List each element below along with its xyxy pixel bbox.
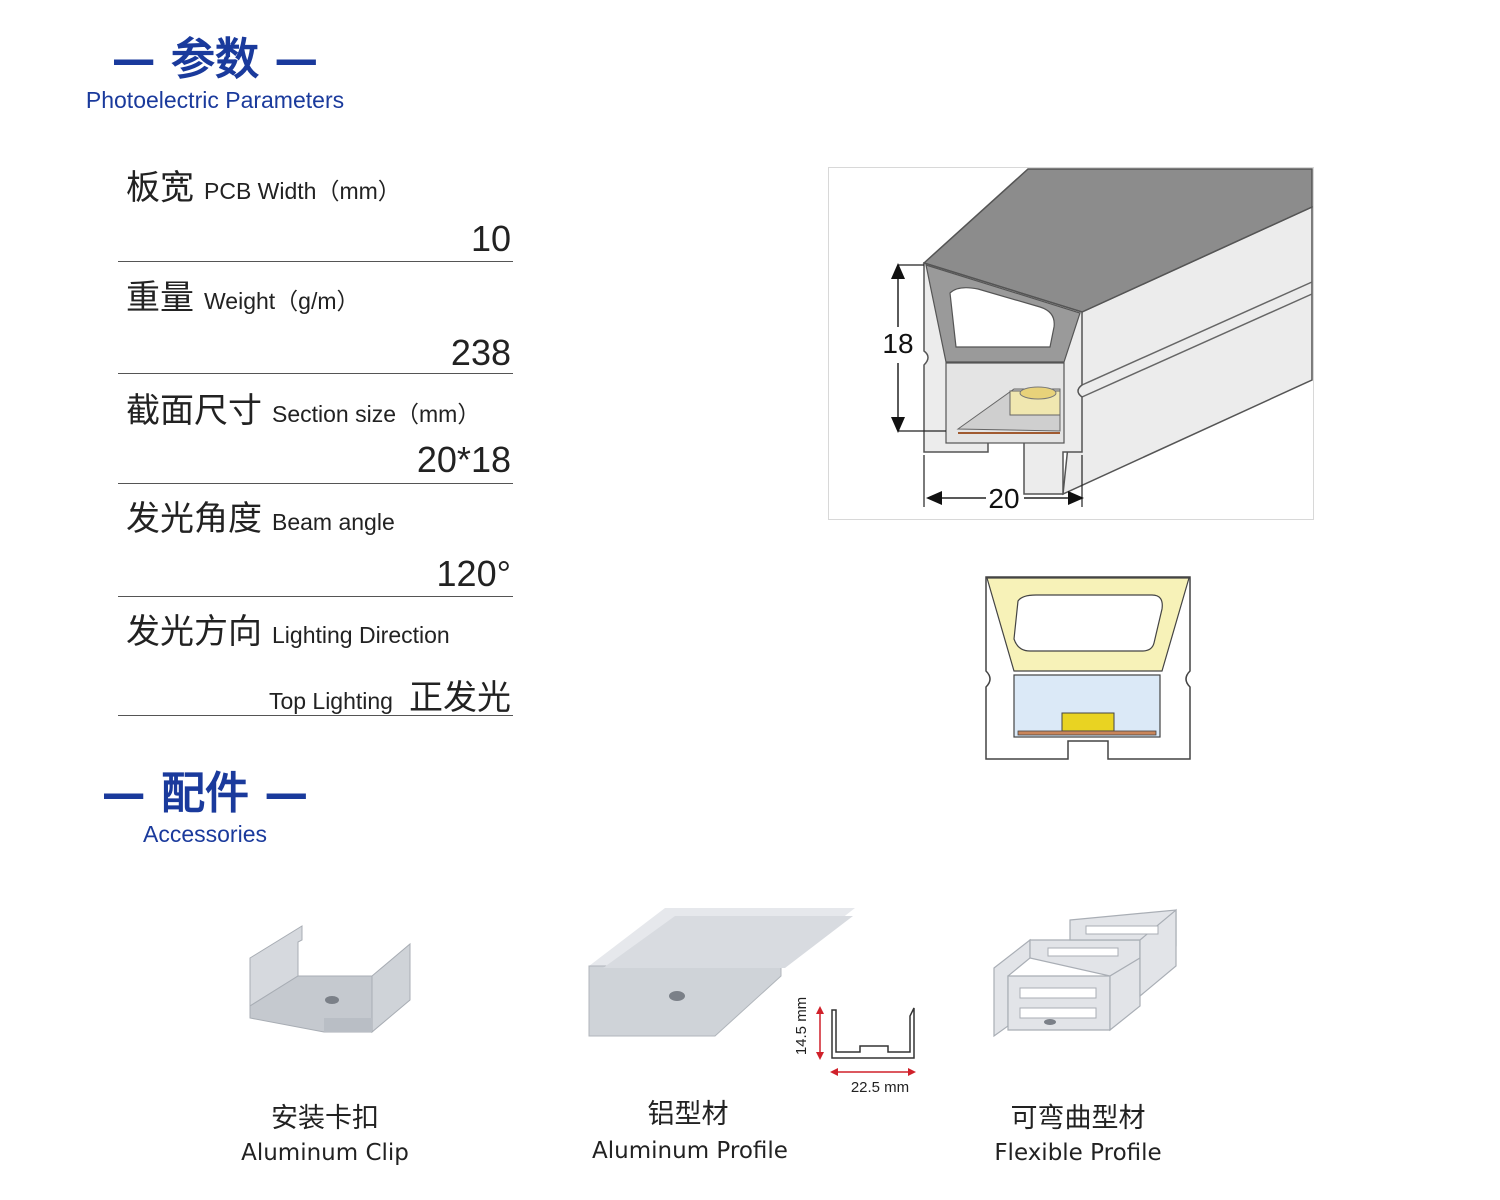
param-beam-angle: 发光角度 Beam angle 120° <box>118 491 513 601</box>
accessory-name-cn: 可弯曲型材 <box>1010 1103 1146 1134</box>
param-value-cn: 正发光 <box>409 679 511 717</box>
accessory-name-en: Aluminum Profile <box>592 1138 788 1164</box>
param-label-cn: 重量 <box>126 278 194 318</box>
divider <box>118 261 513 262</box>
accessories-title-cn: — 配件 — <box>101 768 309 819</box>
dimension-arrow <box>816 1006 824 1014</box>
dimension-arrow-left <box>926 491 942 505</box>
led-chip <box>1061 712 1115 732</box>
param-lighting-direction: 发光方向 Lighting Direction Top Lighting 正发光 <box>118 604 513 719</box>
param-label-cn: 发光角度 <box>126 499 262 539</box>
flex-segment <box>1007 975 1111 1031</box>
dimension-arrow <box>908 1068 916 1076</box>
led-dome <box>1019 386 1057 400</box>
profile-dimension-drawing: 14.5 mm 22.5 mm <box>793 997 916 1096</box>
param-label-en: Weight（g/m） <box>204 288 360 314</box>
hollow-cavity <box>1013 594 1163 652</box>
profile-section <box>831 1007 915 1059</box>
param-label-en: PCB Width（mm） <box>204 178 401 204</box>
accessories-title-en: Accessories <box>143 821 267 847</box>
param-weight: 重量 Weight（g/m） 238 <box>118 270 513 376</box>
param-label-cn: 发光方向 <box>126 612 262 652</box>
parameters-title-cn: — 参数 — <box>111 34 319 85</box>
aluminum-profile-image <box>588 908 855 1037</box>
dimension-arrow-right <box>1068 491 1084 505</box>
cross-section-diagram <box>985 576 1191 760</box>
flexible-profile-image <box>993 908 1177 1038</box>
height-dimension-label: 14.5 mm <box>793 997 810 1055</box>
flex-segment <box>1109 956 1141 1032</box>
screw-hole <box>1044 1019 1056 1025</box>
groove-line <box>1081 281 1313 386</box>
aluminum-clip-image <box>249 925 411 1034</box>
divider <box>118 596 513 597</box>
hollow-cavity <box>949 287 1055 348</box>
flex-segment <box>1139 908 1177 998</box>
profile-inner <box>603 916 853 968</box>
dimension-arrow <box>830 1068 838 1076</box>
screw-hole <box>325 996 339 1004</box>
clip-front <box>324 1018 372 1032</box>
flex-slot <box>1019 1007 1097 1019</box>
param-value: 20*18 <box>416 439 511 480</box>
accessory-name-en: Aluminum Clip <box>241 1140 409 1166</box>
pcb-board <box>1017 730 1157 736</box>
accessory-name-cn: 安装卡扣 <box>271 1103 379 1134</box>
divider <box>118 483 513 484</box>
height-label: 18 <box>882 328 913 359</box>
parameters-heading: — 参数 — Photoelectric Parameters <box>70 34 360 114</box>
param-label-cn: 截面尺寸 <box>126 391 262 431</box>
flex-slot <box>1085 925 1159 935</box>
profile-body <box>588 965 782 1037</box>
accessory-name-cn: 铝型材 <box>647 1099 729 1130</box>
groove-line <box>1081 293 1313 398</box>
divider <box>118 373 513 374</box>
screw-hole <box>669 991 685 1001</box>
param-pcb-width: 板宽 PCB Width（mm） 10 <box>118 160 513 264</box>
param-label-cn: 板宽 <box>126 168 194 208</box>
flex-slot <box>1019 987 1097 999</box>
flex-slot <box>1047 947 1119 957</box>
param-label-en: Section size（mm） <box>272 401 481 427</box>
param-value: 10 <box>470 218 511 259</box>
param-value-en: Top Lighting <box>268 688 393 714</box>
param-label-en: Beam angle <box>272 509 395 535</box>
width-dimension-label: 22.5 mm <box>851 1079 909 1096</box>
dimension-arrow <box>816 1052 824 1060</box>
param-value: Top Lighting 正发光 <box>269 670 511 719</box>
accessories-heading: — 配件 — Accessories <box>60 768 350 848</box>
width-label: 20 <box>988 483 1019 514</box>
profile-3d-diagram: 18 20 <box>828 167 1314 520</box>
dimension-arrow-down <box>891 417 905 433</box>
parameters-title-en: Photoelectric Parameters <box>85 87 345 113</box>
param-value: 238 <box>450 332 511 373</box>
clip-right-wall <box>371 942 411 1034</box>
param-value: 120° <box>436 553 511 594</box>
param-section-size: 截面尺寸 Section size（mm） 20*18 <box>118 383 513 487</box>
accessory-name-en: Flexible Profile <box>994 1140 1162 1166</box>
divider <box>118 715 513 716</box>
param-label-en: Lighting Direction <box>272 622 450 648</box>
dimension-arrow-up <box>891 263 905 279</box>
